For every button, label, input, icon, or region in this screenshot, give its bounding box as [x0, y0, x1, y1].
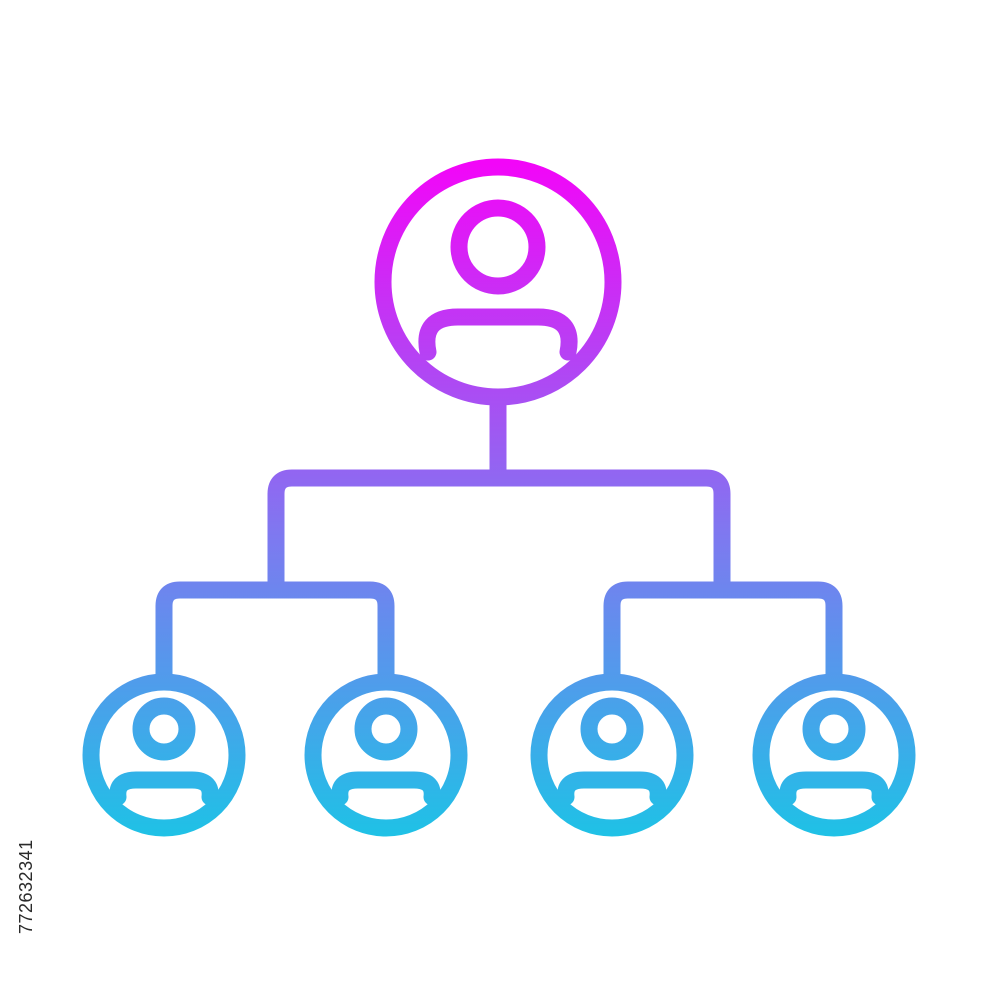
leaf-person-node-2 [304, 673, 468, 837]
right-branch-line [603, 581, 843, 691]
leaf-node-circle [752, 673, 916, 837]
root-person-body-icon [418, 308, 578, 361]
person-body-icon [557, 771, 667, 806]
root-person-head-icon [450, 199, 546, 295]
left-branch-line [155, 581, 395, 691]
person-body-icon [779, 771, 889, 806]
person-head-icon [802, 697, 866, 761]
person-head-icon [132, 697, 196, 761]
leaf-person-node-3 [530, 673, 694, 837]
person-head-icon [580, 697, 644, 761]
leaf-person-node-1 [82, 673, 246, 837]
person-head-icon [354, 697, 418, 761]
person-body-icon [331, 771, 441, 806]
root-person-node [374, 158, 622, 406]
leaf-person-node-4 [752, 673, 916, 837]
leaf-node-circle [530, 673, 694, 837]
leaf-node-circle [82, 673, 246, 837]
leaf-node-circle [304, 673, 468, 837]
top-branch-line [267, 469, 731, 599]
hierarchy-connectors [155, 388, 843, 691]
person-body-icon [109, 771, 219, 806]
